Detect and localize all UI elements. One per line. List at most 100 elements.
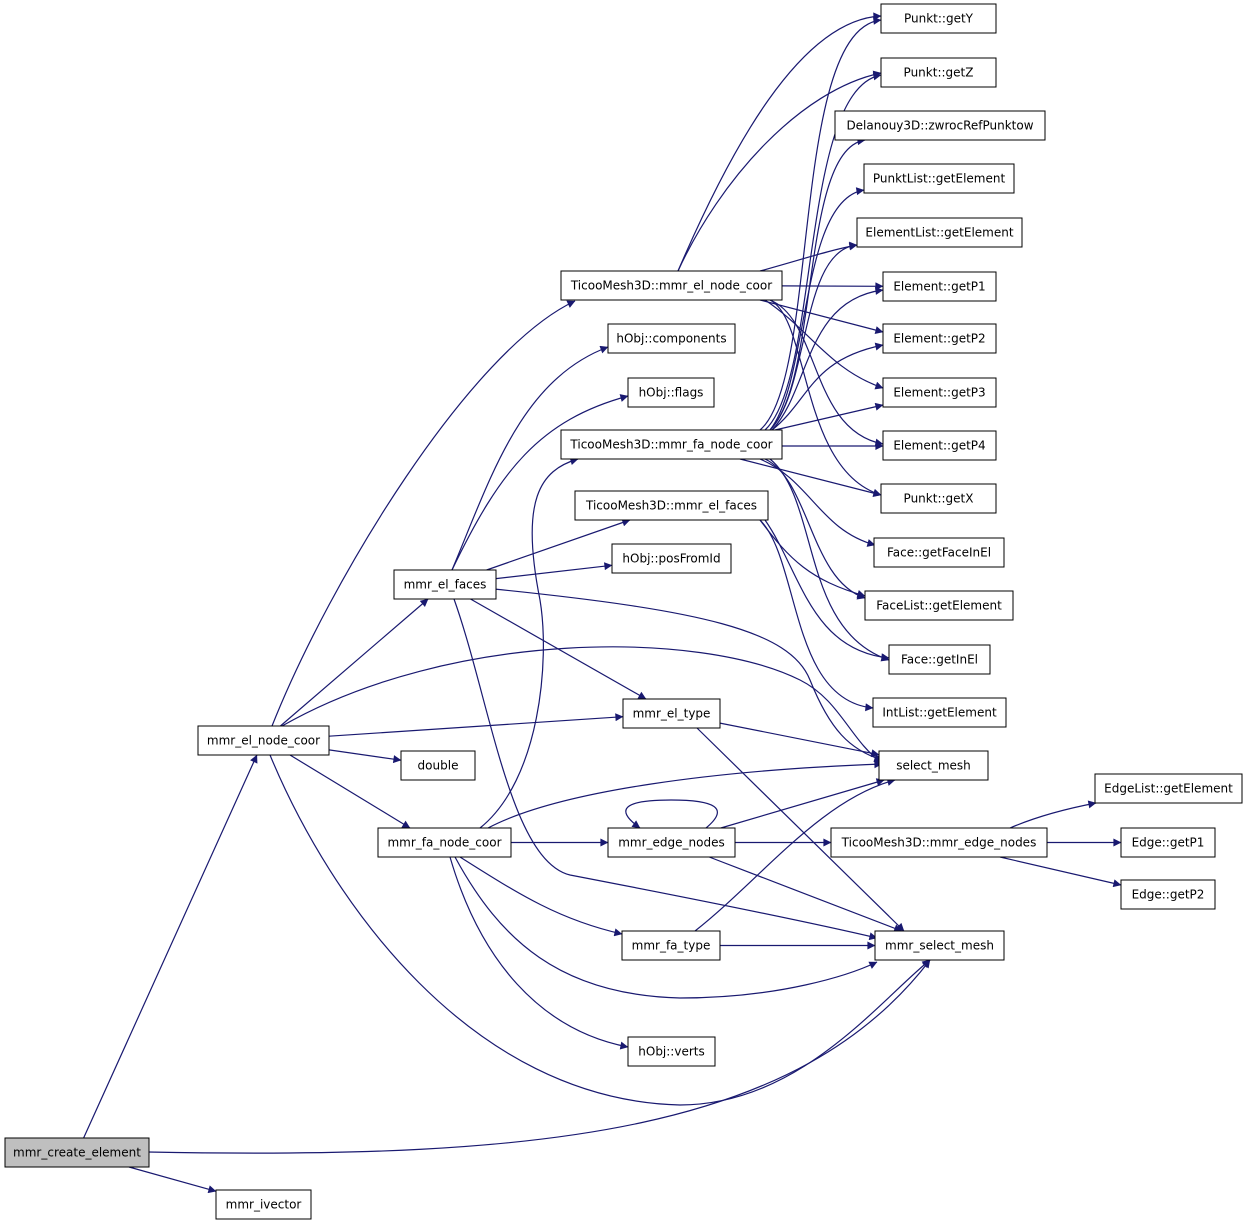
node-box: [607, 323, 736, 354]
node-box: [197, 725, 330, 756]
node-label: mmr_fa_type: [632, 939, 711, 953]
function-node[interactable]: Edge::getP2: [1120, 879, 1216, 910]
node-box: [574, 490, 769, 521]
call-edge: [720, 778, 885, 829]
call-edge: [453, 598, 878, 941]
call-edge: [999, 856, 1122, 888]
node-label: Element::getP3: [893, 386, 985, 400]
node-label: TicooMesh3D::mmr_edge_nodes: [841, 836, 1037, 850]
function-node[interactable]: Punkt::getZ: [880, 57, 997, 88]
call-edge: [677, 12, 882, 272]
node-box: [856, 217, 1023, 248]
node-box: [880, 57, 997, 88]
function-node[interactable]: Element::getP3: [882, 377, 997, 408]
call-edge: [759, 458, 876, 547]
function-node[interactable]: select_mesh: [878, 750, 989, 781]
function-node[interactable]: hObj::components: [607, 323, 736, 354]
function-node[interactable]: mmr_el_node_coor: [197, 725, 330, 756]
function-node[interactable]: PunktList::getElement: [863, 163, 1015, 194]
node-box: [400, 750, 476, 781]
call-edge: [83, 754, 258, 1139]
node-box: [830, 827, 1048, 858]
call-edge: [289, 754, 411, 829]
node-box: [874, 930, 1005, 961]
node-label: TicooMesh3D::mmr_el_node_coor: [570, 279, 772, 293]
function-node[interactable]: mmr_fa_type: [621, 930, 721, 961]
node-box: [1120, 879, 1216, 910]
call-edge: [493, 588, 883, 762]
node-label: Punkt::getX: [904, 492, 974, 506]
node-box: [880, 3, 997, 34]
function-node[interactable]: hObj::verts: [627, 1036, 716, 1067]
call-edge: [479, 457, 579, 829]
node-label: Edge::getP1: [1132, 836, 1205, 850]
function-node[interactable]: Element::getP2: [882, 323, 997, 354]
function-node[interactable]: hObj::flags: [627, 377, 715, 408]
call-edge: [771, 287, 884, 431]
call-edge: [128, 1166, 217, 1194]
function-node[interactable]: TicooMesh3D::mmr_el_node_coor: [560, 270, 783, 301]
node-box: [611, 543, 732, 574]
call-edge: [470, 598, 647, 700]
function-node[interactable]: double: [400, 750, 476, 781]
node-label: double: [418, 759, 459, 773]
function-node[interactable]: Element::getP4: [882, 430, 997, 461]
node-label: Element::getP4: [893, 439, 985, 453]
node-box: [4, 1137, 150, 1168]
node-label: Punkt::getY: [904, 12, 974, 26]
call-edge: [759, 242, 858, 272]
call-edge: [759, 16, 882, 431]
function-node[interactable]: FaceList::getElement: [864, 590, 1014, 621]
node-box: [627, 1036, 716, 1067]
function-node[interactable]: TicooMesh3D::mmr_fa_node_coor: [560, 429, 783, 460]
node-label: hObj::components: [616, 332, 726, 346]
node-box: [863, 163, 1015, 194]
call-edge: [454, 856, 878, 999]
node-label: mmr_edge_nodes: [618, 836, 725, 850]
function-node[interactable]: TicooMesh3D::mmr_el_faces: [574, 490, 769, 521]
node-label: IntList::getElement: [882, 706, 997, 720]
node-box: [882, 377, 997, 408]
node-box: [882, 430, 997, 461]
function-node[interactable]: Punkt::getY: [880, 3, 997, 34]
function-node[interactable]: mmr_fa_node_coor: [377, 827, 512, 858]
call-edge: [764, 72, 882, 431]
function-node[interactable]: Delanouy3D::zwrocRefPunktow: [834, 110, 1046, 141]
node-label: mmr_el_faces: [404, 578, 487, 592]
node-box: [622, 698, 721, 729]
call-edge: [451, 394, 629, 571]
call-edge: [764, 519, 890, 662]
node-box: [864, 590, 1014, 621]
node-label: Face::getFaceInEl: [887, 546, 991, 560]
call-edge: [459, 856, 623, 937]
function-node[interactable]: Face::getInEl: [888, 644, 991, 675]
function-node[interactable]: ElementList::getElement: [856, 217, 1023, 248]
node-box: [880, 483, 997, 514]
node-box: [560, 270, 783, 301]
node-label: mmr_fa_node_coor: [387, 836, 501, 850]
function-node[interactable]: Punkt::getX: [880, 483, 997, 514]
function-node[interactable]: Face::getFaceInEl: [873, 537, 1005, 568]
function-node[interactable]: Element::getP1: [882, 271, 997, 302]
function-node[interactable]: mmr_edge_nodes: [607, 827, 736, 858]
call-edge: [625, 799, 718, 829]
call-edge: [696, 727, 905, 932]
function-node[interactable]: mmr_ivector: [215, 1189, 312, 1220]
function-node[interactable]: Edge::getP1: [1120, 827, 1216, 858]
function-node[interactable]: EdgeList::getElement: [1094, 773, 1243, 804]
node-box: [1094, 773, 1243, 804]
call-edge: [1009, 800, 1097, 829]
function-node[interactable]: TicooMesh3D::mmr_edge_nodes: [830, 827, 1048, 858]
function-node[interactable]: mmr_el_type: [622, 698, 721, 729]
node-box: [560, 429, 783, 460]
call-edge: [769, 241, 858, 431]
function-node[interactable]: IntList::getElement: [872, 697, 1007, 728]
function-node[interactable]: mmr_el_faces: [393, 569, 497, 600]
root-function-node[interactable]: mmr_create_element: [4, 1137, 150, 1168]
node-label: TicooMesh3D::mmr_el_faces: [585, 499, 757, 513]
function-node[interactable]: mmr_select_mesh: [874, 930, 1005, 961]
call-edge: [328, 749, 402, 764]
node-box: [215, 1189, 312, 1220]
function-node[interactable]: hObj::posFromId: [611, 543, 732, 574]
call-edge: [495, 562, 613, 580]
